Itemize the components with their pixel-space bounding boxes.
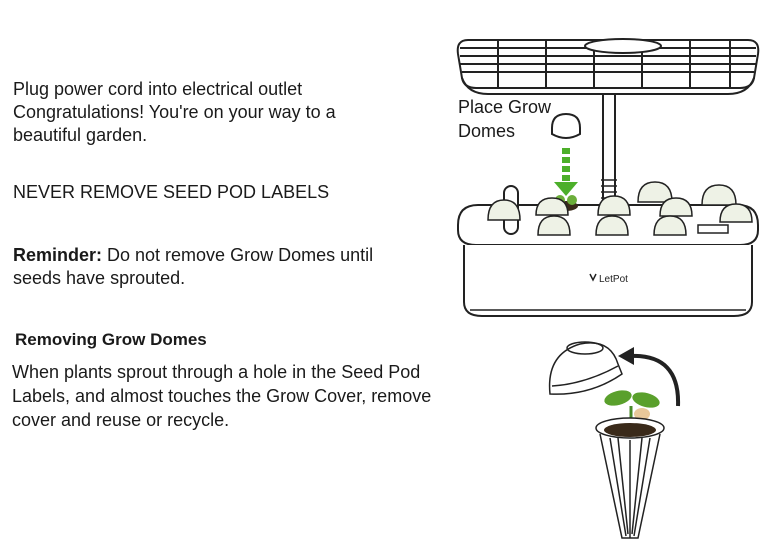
reminder-line-1: Reminder: Do not remove Grow Domes until bbox=[13, 244, 373, 267]
curved-arrow-icon bbox=[629, 353, 681, 407]
grow-domes bbox=[487, 181, 753, 236]
caption-line-2: Domes bbox=[458, 121, 516, 141]
reminder-line-2: seeds have sprouted. bbox=[13, 268, 186, 288]
seed-pod-basket bbox=[599, 433, 661, 539]
sprout-icon bbox=[604, 390, 660, 430]
letpot-logo: LetPot bbox=[589, 273, 628, 285]
warning-text: NEVER REMOVE SEED POD LABELS bbox=[13, 182, 330, 202]
reminder-label: Reminder: bbox=[13, 245, 103, 265]
step-text-line-2: Congratulations! You're on your way to a bbox=[13, 102, 336, 122]
caption-line-1: Place Grow bbox=[458, 97, 552, 117]
reminder-text: Do not remove Grow Domes until bbox=[102, 245, 374, 265]
grow-light-panel bbox=[456, 38, 760, 95]
seed-pod-illustration bbox=[548, 341, 681, 539]
garden-base bbox=[463, 245, 753, 317]
removing-line-3: cover and reuse or recycle. bbox=[12, 410, 230, 430]
step-text-line-3: beautiful garden. bbox=[13, 125, 148, 145]
removed-dome-icon bbox=[548, 341, 623, 395]
section-heading: Removing Grow Domes bbox=[15, 330, 207, 349]
removing-line-1: When plants sprout through a hole in the… bbox=[12, 362, 421, 382]
dome-icon bbox=[551, 112, 581, 139]
garden-unit-illustration: LetPot bbox=[456, 38, 760, 317]
removing-line-2: Labels, and almost touches the Grow Cove… bbox=[12, 386, 432, 406]
step-text-line-1: Plug power cord into electrical outlet bbox=[13, 79, 303, 99]
brand-name: LetPot bbox=[599, 274, 628, 285]
arrow-down-icon bbox=[554, 148, 578, 196]
